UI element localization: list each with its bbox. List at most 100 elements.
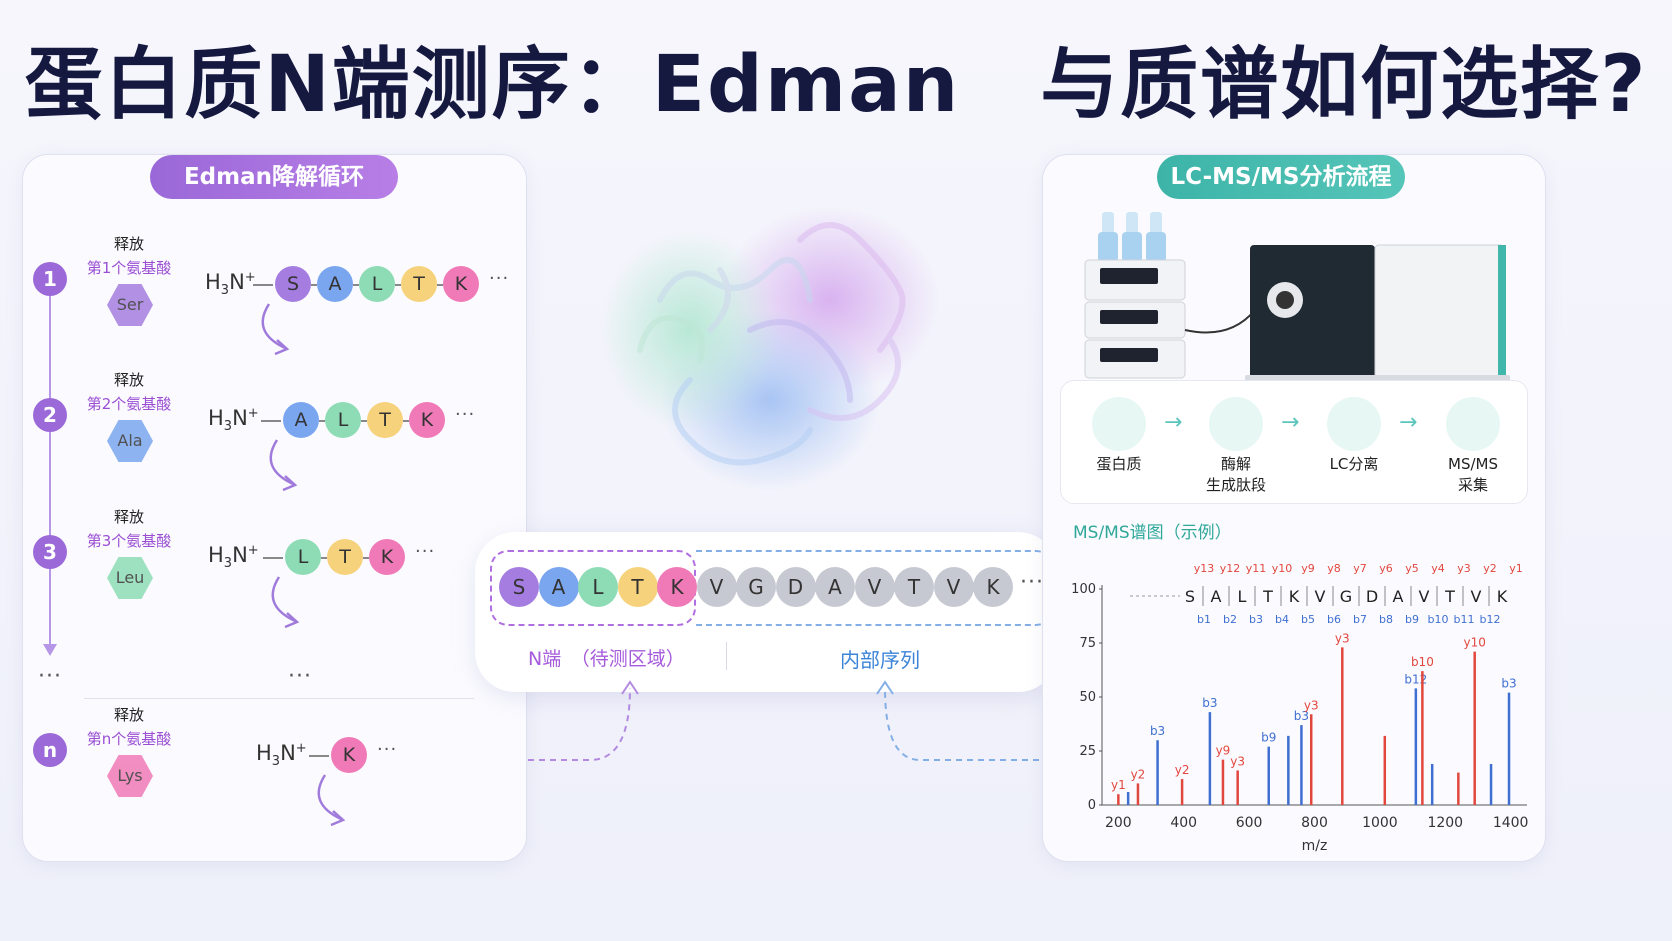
peptide-bond bbox=[395, 284, 401, 286]
b-ion-ladder-label: b4 bbox=[1275, 613, 1289, 626]
y-ion-ladder-label: y4 bbox=[1431, 562, 1445, 575]
b-ion-peak-label: b3 bbox=[1294, 709, 1309, 723]
y-ion-peak-label: y10 bbox=[1464, 636, 1486, 650]
peptide-bond bbox=[319, 420, 325, 422]
sequence-bead: T bbox=[894, 567, 934, 607]
ladder-residue: D bbox=[1366, 587, 1378, 606]
flow-step-title: 蛋白质 bbox=[1096, 455, 1142, 473]
ladder-residue: A bbox=[1393, 587, 1404, 606]
amino-acid-bead: S bbox=[275, 266, 311, 302]
amino-acid-bead: K bbox=[409, 402, 445, 438]
protein-icon bbox=[1092, 397, 1146, 451]
release-caption: 释放第n个氨基酸 bbox=[74, 703, 184, 751]
b-ion-peak-label: b12 bbox=[1404, 672, 1427, 686]
peptide-bond bbox=[253, 284, 273, 286]
y-tick-label: 25 bbox=[1079, 744, 1096, 759]
sequence-bead: A bbox=[538, 567, 579, 607]
y-tick-label: 50 bbox=[1079, 690, 1096, 705]
y-ion-ladder-label: y11 bbox=[1246, 562, 1267, 575]
ladder-residue: T bbox=[1262, 587, 1273, 606]
sequence-bead: A bbox=[815, 567, 855, 607]
flow-step-label: LC分离 bbox=[1299, 454, 1409, 475]
y-ion-peak-label: b10 bbox=[1411, 655, 1434, 669]
lcms-flow-pill: LC-MS/MS分析流程 bbox=[1157, 155, 1405, 199]
peptide-bond bbox=[361, 420, 367, 422]
y-tick-label: 100 bbox=[1071, 582, 1096, 597]
y-ion-peak-label: y2 bbox=[1175, 763, 1190, 777]
y-ion-ladder-label: y1 bbox=[1509, 562, 1523, 575]
b-ion-peak-label: b3 bbox=[1150, 724, 1165, 738]
peptide-bond bbox=[309, 755, 329, 757]
flow-step-label: 酶解生成肽段 bbox=[1181, 454, 1291, 496]
amino-acid-bead: T bbox=[367, 402, 403, 438]
b-ion-ladder-label: b7 bbox=[1353, 613, 1367, 626]
release-word: 释放 bbox=[113, 235, 144, 253]
protein-structure-image bbox=[600, 205, 940, 490]
ladder-residue: K bbox=[1289, 587, 1300, 606]
timeline-ellipsis: ··· bbox=[38, 664, 62, 689]
sequence-bead: T bbox=[617, 567, 658, 607]
chain-ellipsis: ··· bbox=[288, 664, 312, 689]
ladder-residue: L bbox=[1238, 587, 1247, 606]
b-ion-peak-label: b3 bbox=[1501, 677, 1516, 691]
b-ion-ladder-label: b5 bbox=[1301, 613, 1315, 626]
flow-step-title: MS/MS bbox=[1448, 455, 1498, 473]
h3n-terminus-label: H3N+ bbox=[256, 741, 307, 770]
x-tick-label: 1200 bbox=[1427, 815, 1463, 831]
peptide-bond bbox=[321, 557, 327, 559]
release-which: 第1个氨基酸 bbox=[86, 259, 172, 277]
b-ion-ladder-label: b11 bbox=[1454, 613, 1475, 626]
peptide-bond bbox=[263, 557, 283, 559]
ladder-residue: S bbox=[1185, 587, 1195, 606]
x-tick-label: 800 bbox=[1301, 815, 1328, 831]
y-ion-ladder-label: y2 bbox=[1483, 562, 1497, 575]
y-ion-peak-label: y1 bbox=[1111, 778, 1126, 792]
x-axis-label: m/z bbox=[1302, 838, 1328, 854]
amino-acid-bead: K bbox=[331, 737, 367, 773]
b-ion-ladder-label: b10 bbox=[1428, 613, 1449, 626]
amino-acid-bead: A bbox=[283, 402, 319, 438]
peptide-bond bbox=[353, 284, 359, 286]
release-caption: 释放第1个氨基酸 bbox=[74, 232, 184, 280]
amino-acid-bead: A bbox=[317, 266, 353, 302]
x-tick-label: 600 bbox=[1236, 815, 1263, 831]
label-divider bbox=[726, 642, 727, 670]
flow-step-title: 酶解 bbox=[1220, 455, 1251, 473]
b-ion-peak-label: b9 bbox=[1261, 731, 1276, 745]
timeline-arrowhead-icon bbox=[43, 644, 57, 656]
release-which: 第3个氨基酸 bbox=[86, 532, 172, 550]
flow-arrow-icon: → bbox=[1164, 410, 1183, 435]
spectrum-title: MS/MS谱图（示例） bbox=[1073, 523, 1232, 543]
y-ion-ladder-label: y10 bbox=[1272, 562, 1293, 575]
release-which: 第n个氨基酸 bbox=[86, 730, 172, 748]
cleavage-arrow-icon bbox=[271, 576, 300, 629]
y-ion-peak-label: y2 bbox=[1131, 767, 1146, 781]
y-ion-ladder-label: y12 bbox=[1220, 562, 1241, 575]
b-ion-ladder-label: b1 bbox=[1197, 613, 1211, 626]
sequence-bead: L bbox=[578, 567, 618, 607]
ladder-residue: K bbox=[1497, 587, 1508, 606]
y-ion-ladder-label: y3 bbox=[1457, 562, 1471, 575]
release-caption: 释放第3个氨基酸 bbox=[74, 505, 184, 553]
peptide-bond bbox=[363, 557, 369, 559]
digest-icon bbox=[1209, 397, 1263, 451]
y-ion-ladder-label: y13 bbox=[1194, 562, 1215, 575]
chain-ellipsis: ··· bbox=[455, 404, 476, 425]
sequence-bead: V bbox=[933, 567, 974, 607]
page-title: 蛋白质N端测序：Edman 与质谱如何选择? bbox=[24, 40, 1648, 130]
b-ion-ladder-label: b9 bbox=[1405, 613, 1419, 626]
flow-arrow-icon: → bbox=[1281, 410, 1300, 435]
amino-acid-bead: L bbox=[325, 402, 361, 438]
ladder-residue: A bbox=[1211, 587, 1222, 606]
ladder-residue: G bbox=[1340, 587, 1352, 606]
sequence-bead: G bbox=[736, 567, 776, 607]
peptide-bond bbox=[437, 284, 443, 286]
release-caption: 释放第2个氨基酸 bbox=[74, 368, 184, 416]
y-tick-label: 0 bbox=[1088, 798, 1096, 813]
step-number-badge: 2 bbox=[33, 398, 67, 432]
sequence-panel bbox=[475, 532, 1058, 692]
b-ion-peak-label: b3 bbox=[1202, 696, 1217, 710]
y-ion-ladder-label: y5 bbox=[1405, 562, 1419, 575]
sequence-bead: K bbox=[657, 567, 697, 607]
